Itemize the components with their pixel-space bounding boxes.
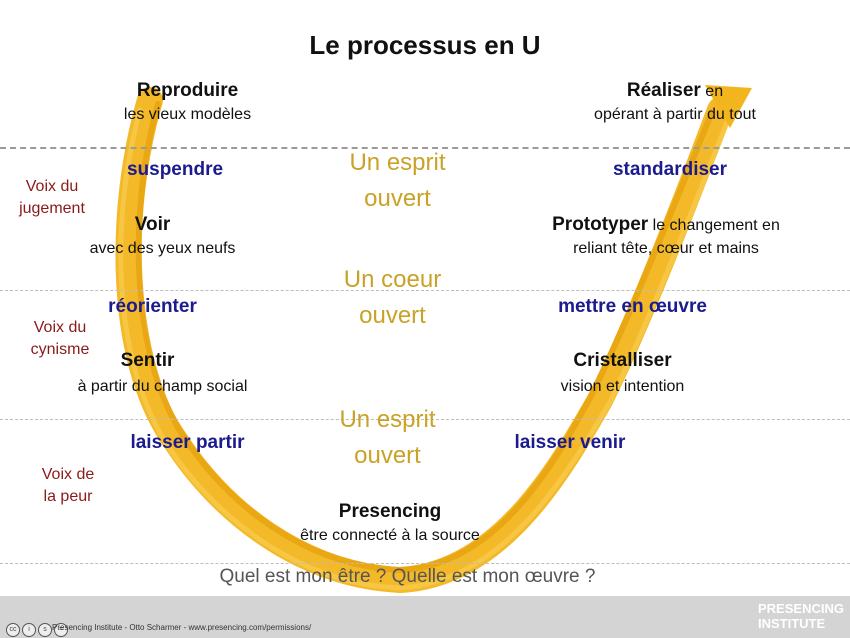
attribution-icon: i [22,623,36,637]
voice-cynisme-line2: cynisme [30,341,90,358]
open-volonte-line2: ouvert [354,442,421,469]
verb-standardiser: standardiser [612,159,728,180]
voice-peur-line2: la peur [43,488,93,505]
voice-peur: Voix de la peur [20,464,116,508]
stage-reproduire-sub: les vieux modèles [123,106,252,123]
voice-jugement-line1: Voix du [25,178,79,195]
noderivs-icon: = [54,623,68,637]
stage-voir: Voir avec des yeux neufs [50,214,275,258]
verb-mettre-en-oeuvre: mettre en œuvre [558,296,707,317]
stage-realiser: Réaliser en opérant à partir du tout [560,80,790,124]
stage-prototyper-name: Prototyper [552,214,649,235]
stage-presencing: Presencing être connecté à la source [260,501,520,545]
verb-laisser-partir: laisser partir [130,432,245,453]
open-volonte: Un esprit ouvert [305,402,470,474]
open-coeur: Un coeur ouvert [310,262,475,334]
open-coeur-line2: ouvert [359,302,426,329]
stage-realiser-sub: opérant à partir du tout [594,106,756,123]
cc-icon: cc [6,623,20,637]
divider-top [0,147,850,149]
stage-cristalliser-sub: vision et intention [560,378,685,395]
verb-suspendre: suspendre [126,159,224,180]
stage-voir-name: Voir [134,214,171,235]
footer-bar [0,596,850,638]
page-title: Le processus en U [309,30,541,60]
footer-credit: Presencing Institute - Otto Scharmer - w… [52,623,312,632]
voice-cynisme: Voix du cynisme [12,317,108,361]
stage-presencing-sub: être connecté à la source [300,527,480,544]
open-esprit-line2: ouvert [364,185,431,212]
voice-jugement: Voix du jugement [4,176,100,220]
divider-mid-2 [0,419,850,420]
stage-prototyper-inline: le changement en [648,217,780,234]
stage-reproduire: Reproduire les vieux modèles [80,80,295,124]
stage-realiser-inline: en [700,83,724,100]
stage-realiser-name: Réaliser [626,80,701,101]
verb-reorienter: réorienter [108,296,197,317]
voice-jugement-line2: jugement [19,200,85,217]
stage-sentir-name: Sentir [120,350,175,371]
divider-bottom [0,563,850,564]
stage-cristalliser: Cristalliser vision et intention [525,350,720,396]
logo-line-2: INSTITUTE [758,616,826,631]
open-volonte-line1: Un esprit [339,406,436,433]
presencing-institute-logo: PRESENCING INSTITUTE [758,601,844,631]
question-text: Quel est mon être ? Quelle est mon œuvre… [219,566,596,587]
noncommercial-icon: s [38,623,52,637]
open-coeur-line1: Un coeur [343,266,442,293]
stage-prototyper: Prototyper le changement en reliant tête… [515,214,817,258]
stage-sentir-sub: à partir du champ social [77,378,248,395]
stage-cristalliser-name: Cristalliser [573,350,672,371]
verb-laisser-venir: laisser venir [514,432,626,453]
divider-mid-1 [0,290,850,291]
stage-sentir: Sentir à partir du champ social [45,350,280,396]
stage-presencing-name: Presencing [338,501,442,522]
logo-line-1: PRESENCING [758,601,844,616]
open-esprit-line1: Un esprit [349,149,446,176]
open-esprit: Un esprit ouvert [315,145,480,217]
voice-peur-line1: Voix de [41,466,95,483]
voice-cynisme-line1: Voix du [33,319,87,336]
stage-voir-sub: avec des yeux neufs [89,240,236,257]
stage-prototyper-sub: reliant tête, cœur et mains [573,240,759,257]
stage-reproduire-name: Reproduire [136,80,239,101]
